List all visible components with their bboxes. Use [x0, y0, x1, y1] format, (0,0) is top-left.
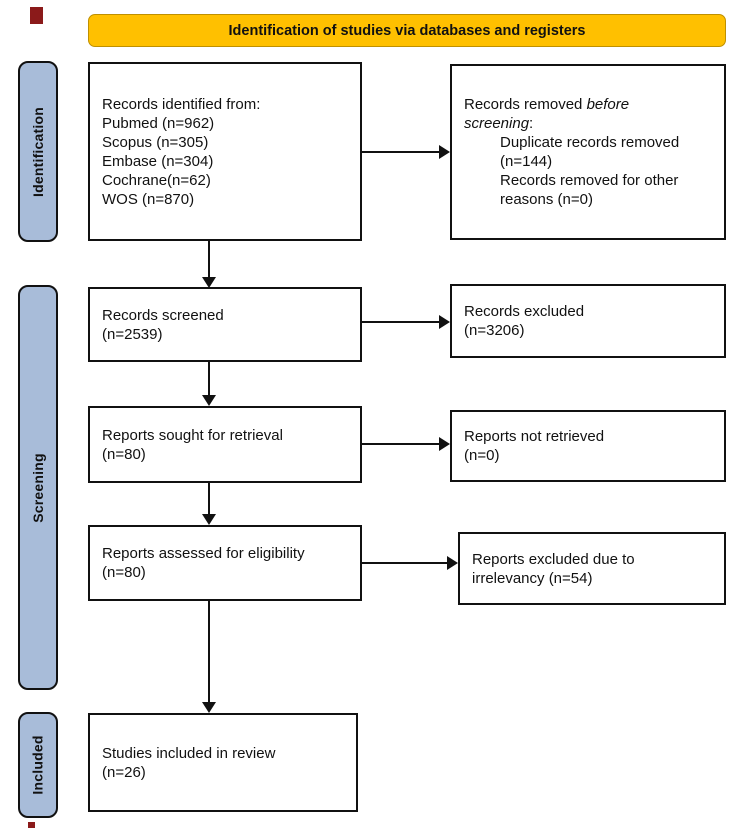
- stage-bar-included: Included: [18, 712, 58, 818]
- records-screened-box: Records screened (n=2539): [88, 287, 362, 362]
- arrow-identified-to-removed: [362, 145, 450, 159]
- stage-label-identification: Identification: [30, 106, 47, 197]
- arrow-screened-to-sought: [202, 362, 216, 406]
- records-excluded-box: Records excluded (n=3206): [450, 284, 726, 358]
- box-text-line: (n=80): [102, 445, 146, 463]
- records-identified-box: Records identified from: Pubmed (n=962) …: [88, 62, 362, 241]
- title-banner: Identification of studies via databases …: [88, 14, 726, 47]
- arrow-sought-to-not-retrieved: [362, 437, 450, 451]
- box-text-line: Duplicate records removed: [500, 134, 680, 151]
- arrow-assessed-to-excluded-irrelevancy: [362, 556, 458, 570]
- arrow-assessed-to-included: [202, 601, 216, 713]
- arrow-screened-to-excluded: [362, 315, 450, 329]
- reports-not-retrieved-box: Reports not retrieved (n=0): [450, 410, 726, 482]
- box-text-line: screening:: [464, 115, 534, 132]
- records-removed-box: Records removed before screening: Duplic…: [450, 64, 726, 240]
- reports-excluded-irrelevancy-box: Reports excluded due to irrelevancy (n=5…: [458, 532, 726, 605]
- stage-label-included: Included: [30, 735, 47, 795]
- box-text-line: Scopus (n=305): [102, 133, 209, 151]
- arrow-identified-to-screened: [202, 241, 216, 288]
- box-text-line: Reports sought for retrieval: [102, 426, 283, 444]
- box-text-line: Studies included in review: [102, 744, 276, 762]
- box-text-line: Records removed before: [464, 96, 630, 113]
- stage-bar-screening: Screening: [18, 285, 58, 690]
- box-text-line: irrelevancy (n=54): [472, 569, 593, 587]
- box-text-line: (n=2539): [102, 325, 163, 343]
- box-text-line: Records screened: [102, 306, 224, 324]
- stage-label-screening: Screening: [30, 452, 46, 523]
- box-text-line: Records identified from:: [102, 95, 261, 113]
- arrow-sought-to-assessed: [202, 483, 216, 525]
- red-artifact-mark-bottom: [28, 822, 35, 828]
- box-text-line: Pubmed (n=962): [102, 114, 215, 132]
- box-text-line: WOS (n=870): [102, 190, 195, 208]
- box-text-line: (n=0): [464, 447, 500, 464]
- reports-sought-box: Reports sought for retrieval (n=80): [88, 406, 362, 483]
- box-text-line: Cochrane(n=62): [102, 171, 211, 189]
- box-text-line: (n=144): [500, 153, 553, 170]
- box-text-line: Embase (n=304): [102, 152, 214, 170]
- reports-assessed-box: Reports assessed for eligibility (n=80): [88, 525, 362, 601]
- red-artifact-mark-top: [30, 7, 43, 24]
- box-text-line: Reports excluded due to: [472, 550, 635, 568]
- box-text-line: (n=3206): [464, 322, 525, 339]
- box-text-line: Records removed for other: [500, 172, 679, 189]
- box-text-line: Records excluded: [464, 303, 585, 320]
- box-text-line: Reports not retrieved: [464, 428, 605, 445]
- title-banner-label: Identification of studies via databases …: [228, 22, 586, 39]
- box-text-line: Reports assessed for eligibility: [102, 545, 305, 562]
- box-text-line: (n=80): [102, 564, 146, 581]
- stage-bar-identification: Identification: [18, 61, 58, 242]
- box-text-line: (n=26): [102, 763, 146, 781]
- studies-included-box: Studies included in review (n=26): [88, 713, 358, 812]
- box-text-line: reasons (n=0): [500, 191, 593, 208]
